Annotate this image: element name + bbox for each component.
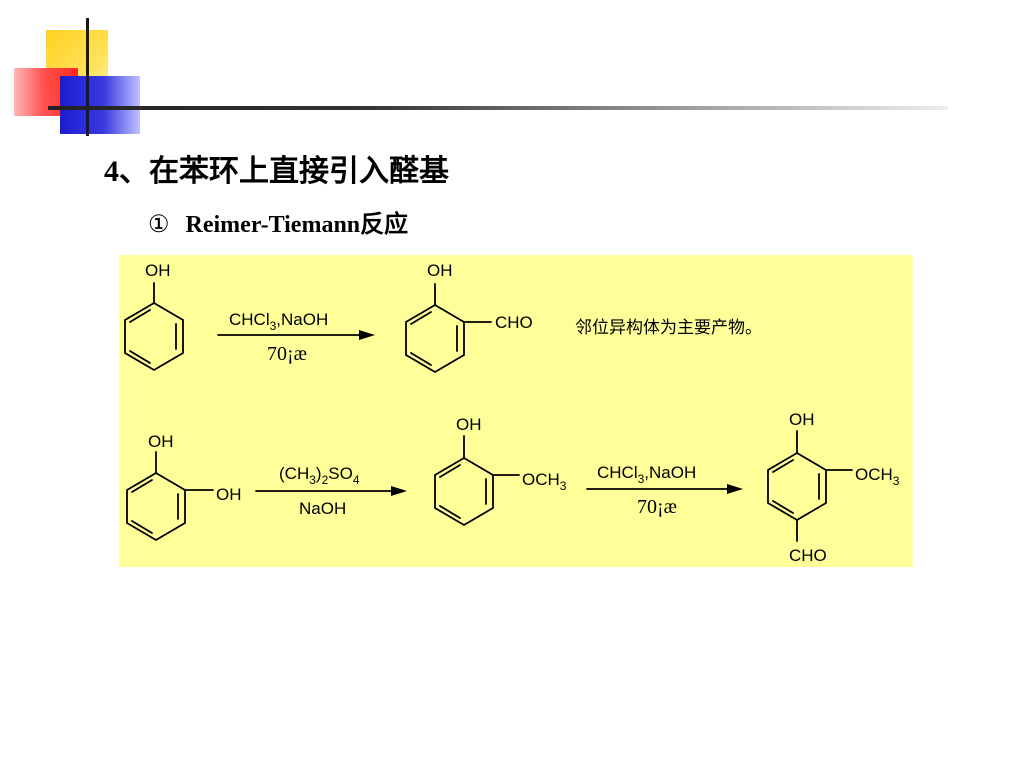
- subtitle-marker: ①: [148, 212, 170, 238]
- slide-title: 4、在苯环上直接引入醛基: [104, 155, 449, 188]
- reaction3-temperature: 70¡æ: [637, 496, 677, 518]
- reaction-scheme-panel: OH CHCl3,NaOH 70¡æ OH CHO 邻位异构体为主要产物。 OH: [119, 255, 913, 567]
- reaction1-note: 邻位异构体为主要产物。: [575, 318, 762, 338]
- reactant2-oh-top-label: OH: [148, 432, 174, 451]
- decor-vertical-line: [86, 18, 89, 136]
- product1-cho-label: CHO: [495, 313, 533, 332]
- reaction2-reagent-a: (CH3)2SO4: [279, 464, 360, 487]
- subtitle-text: Reimer-Tiemann反应: [185, 212, 409, 238]
- reaction3-arrow: [586, 484, 743, 494]
- product2-cho-label: CHO: [789, 546, 827, 565]
- product2-oh-label: OH: [789, 410, 815, 429]
- product2-och3-label: OCH3: [855, 465, 900, 488]
- reaction3-reagent: CHCl3,NaOH: [597, 463, 696, 486]
- reaction-scheme-diagram: OH CHCl3,NaOH 70¡æ OH CHO 邻位异构体为主要产物。 OH: [124, 261, 900, 565]
- reactant1-oh-label: OH: [145, 261, 171, 280]
- reactant2-oh-side-label: OH: [216, 485, 242, 504]
- reaction1-reagent: CHCl3,NaOH: [229, 310, 328, 333]
- vanillin-structure: [767, 430, 853, 542]
- decor-blue-square: [60, 76, 140, 134]
- intermediate-och3-label: OCH3: [522, 470, 567, 493]
- phenol-structure: [124, 282, 184, 372]
- reaction1-temperature: 70¡æ: [267, 343, 307, 365]
- reaction2-arrow: [255, 486, 407, 496]
- intermediate-oh-label: OH: [456, 415, 482, 434]
- reaction2-reagent-b: NaOH: [299, 499, 346, 518]
- slide-subtitle: ① Reimer-Tiemann反应: [148, 204, 408, 239]
- reaction1-arrow: [217, 330, 375, 340]
- guaiacol-structure: [434, 435, 520, 527]
- product1-oh-label: OH: [427, 261, 453, 280]
- catechol-structure: [126, 451, 214, 542]
- salicylaldehyde-structure: [405, 283, 492, 374]
- decor-horizontal-rule: [48, 106, 948, 110]
